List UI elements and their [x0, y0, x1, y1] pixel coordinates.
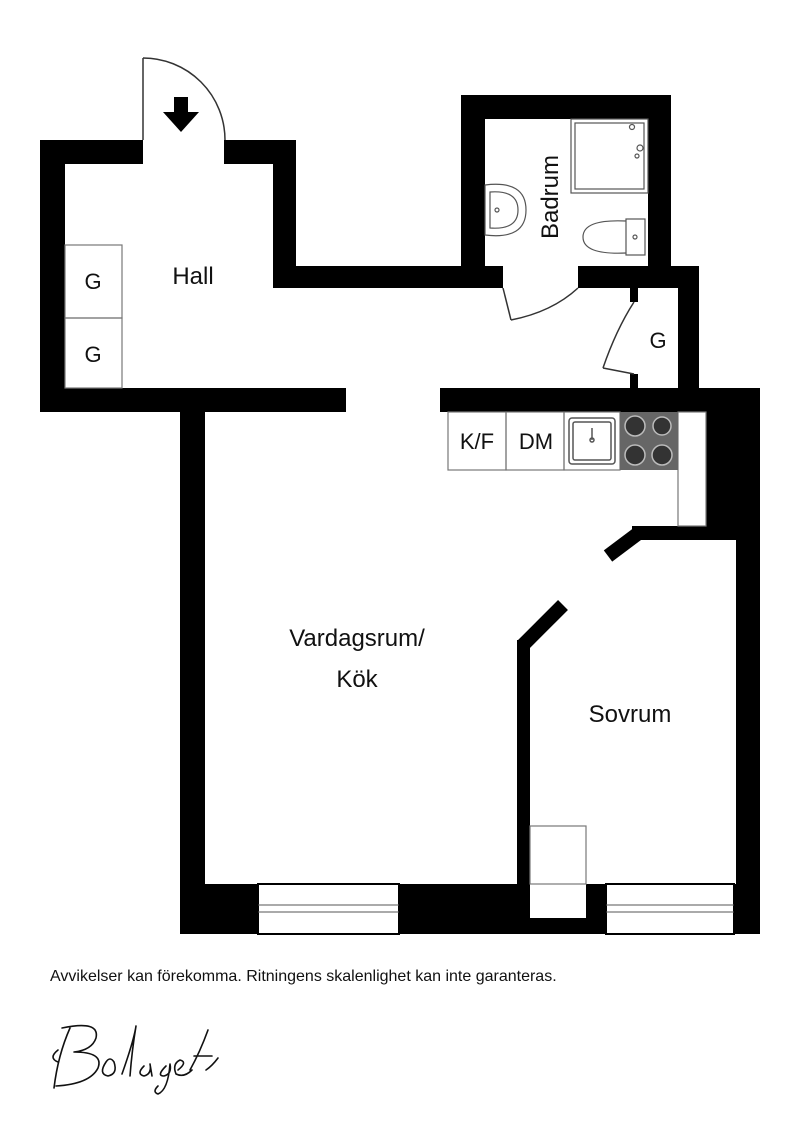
shower-icon: [570, 118, 649, 194]
bottom-wall-middle: [399, 884, 530, 934]
room-label-badrum: Badrum: [537, 155, 564, 239]
bath-wall-top: [461, 95, 671, 119]
disclaimer-text: Avvikelser kan förekomma. Ritningens ska…: [50, 968, 557, 985]
hall-wardrobe: [64, 244, 123, 389]
hall-wall-top-left: [40, 140, 143, 164]
window-bedroom: [605, 883, 735, 935]
bath-wall-bottom-right: [578, 266, 699, 288]
room-label-kok: Kök: [336, 666, 378, 693]
entrance-door: [142, 57, 226, 141]
closet-door-stop-bottom: [630, 374, 638, 388]
living-wall-left: [180, 388, 205, 934]
fridge-freezer-label: K/F: [460, 429, 494, 454]
dishwasher-label: DM: [519, 429, 553, 454]
washbasin-icon: [484, 183, 527, 237]
bedroom-wall-vertical: [517, 640, 530, 886]
bottom-wall-left: [180, 884, 258, 934]
bottom-wall-corner: [734, 884, 760, 934]
entrance-arrow-icon: [163, 97, 199, 132]
closet-label: G: [649, 328, 666, 353]
bathroom-door: [502, 287, 579, 321]
hall-wall-left: [40, 140, 65, 412]
walls: [40, 95, 760, 934]
bolaget-logo: [52, 1024, 219, 1095]
bath-wall-left: [461, 95, 485, 288]
bath-wall-right: [648, 95, 671, 288]
closet-door: [602, 301, 635, 375]
hall-wall-right: [273, 140, 296, 288]
room-label-sovrum: Sovrum: [589, 701, 672, 728]
toilet-icon: [582, 218, 646, 256]
closet-door-stop-top: [630, 288, 638, 302]
room-label-vardagsrum: Vardagsrum/: [289, 625, 425, 652]
closet-wall-right: [678, 266, 699, 411]
window-living: [257, 883, 400, 935]
kitchen-sink-icon: [568, 417, 616, 465]
outer-wall-right: [736, 388, 760, 934]
bedroom-shelf: [529, 825, 587, 885]
wardrobe-label-1: G: [84, 269, 101, 294]
room-label-hall: Hall: [172, 263, 213, 290]
bottom-wall-sliver: [530, 918, 606, 934]
angled-walls: [518, 526, 645, 650]
wardrobe-label-2: G: [84, 342, 101, 367]
bedroom-wall-top: [632, 526, 742, 540]
stove-icon: [620, 412, 678, 470]
corridor-wall-top: [273, 266, 503, 288]
